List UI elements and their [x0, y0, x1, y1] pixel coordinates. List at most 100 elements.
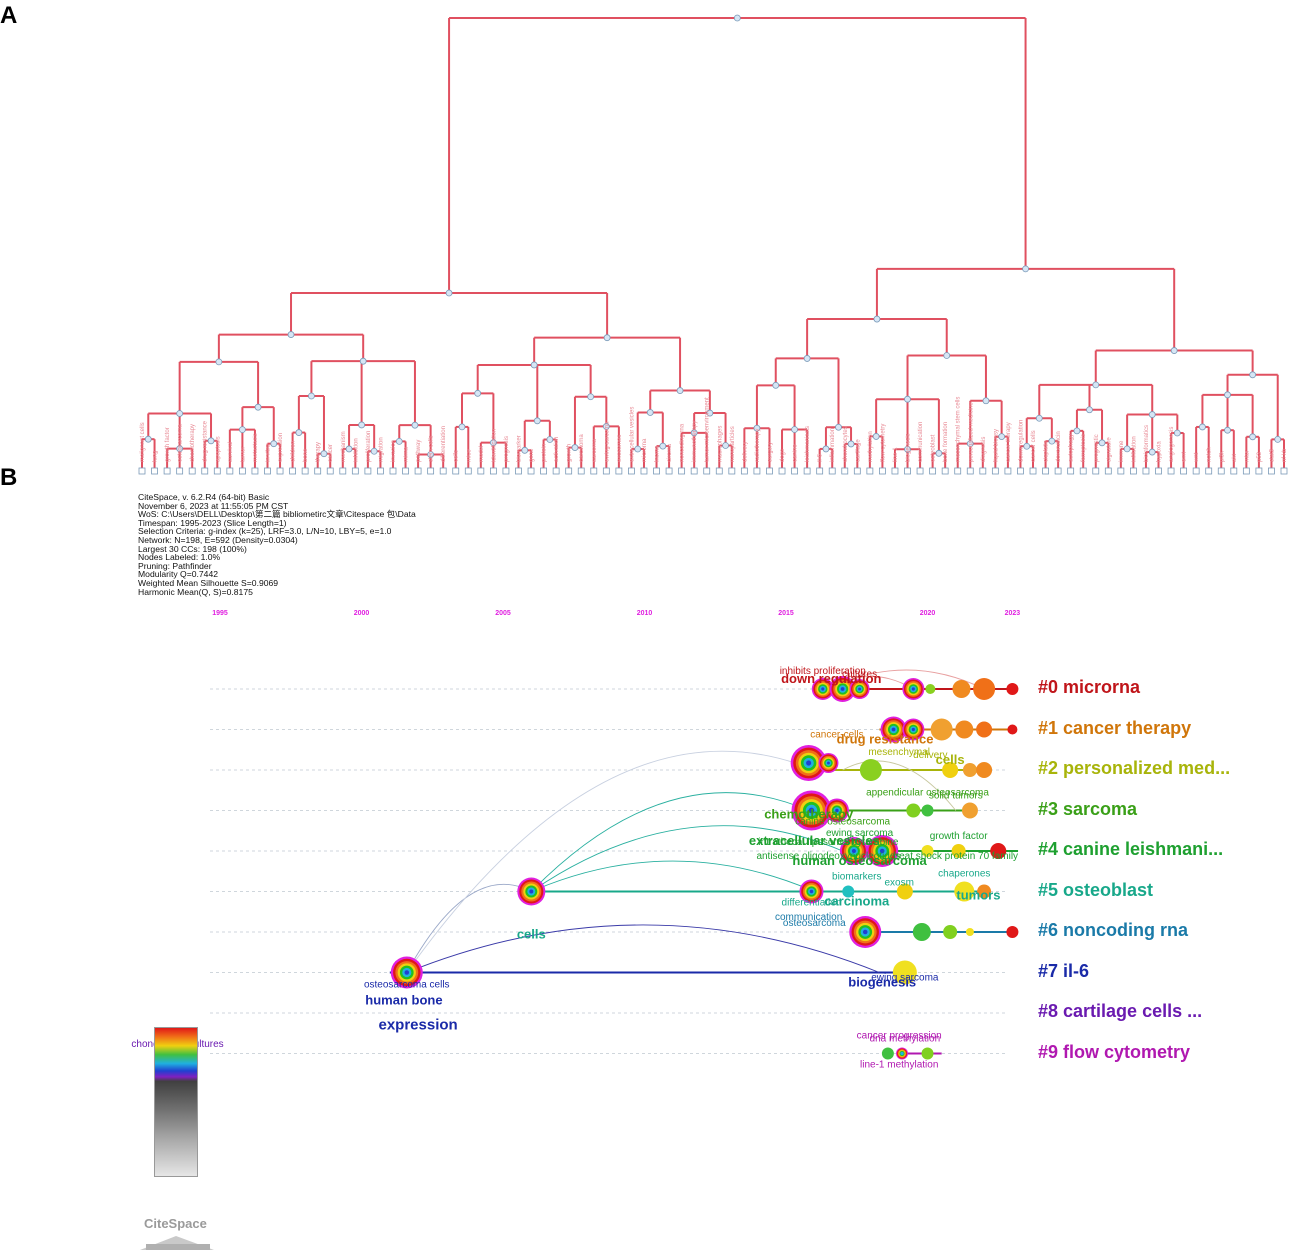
dendrogram-leaf-label: microrna: [642, 438, 648, 462]
dendrogram-node: [602, 423, 610, 430]
dendrogram-leaf-label: cells: [454, 450, 460, 462]
keyword-node: [811, 678, 834, 700]
dendrogram-leaf-label: growth factor: [165, 427, 171, 462]
dendrogram-leaf-label: mirna: [404, 446, 410, 462]
dendrogram-leaf: [527, 467, 535, 475]
dendrogram-node: [1249, 371, 1257, 379]
cluster-label: #3 sarcoma: [1038, 798, 1138, 819]
dendrogram-leaf-label: prognosis: [504, 436, 510, 462]
dendrogram-node: [458, 423, 466, 431]
keyword-node-label: expression: [378, 1017, 457, 1034]
dendrogram-leaf: [477, 467, 485, 475]
dendrogram-leaf-label: invasion: [391, 440, 397, 462]
keyword-node: [965, 928, 974, 936]
keyword-node: [973, 678, 996, 700]
dendrogram-node: [521, 446, 529, 454]
cluster-label: #2 personalized med...: [1038, 758, 1231, 778]
dendrogram-leaf-label: emt: [1182, 452, 1188, 462]
dendrogram-leaf: [653, 467, 660, 475]
dendrogram-leaf-label: lncrna: [655, 445, 661, 462]
cluster-label: #4 canine leishmani...: [1038, 839, 1224, 859]
dendrogram-leaf: [640, 467, 648, 475]
dendrogram-leaf-label: nf-kb: [1282, 448, 1288, 462]
dendrogram-leaf-label: autophagy: [1069, 434, 1075, 462]
dendrogram-node: [358, 421, 366, 429]
keyword-node: [880, 716, 907, 743]
keyword-node: [799, 879, 824, 904]
keyword-node: [912, 923, 931, 941]
dendrogram-leaf: [1180, 467, 1188, 475]
dendrogram-leaf-label: liquid biopsy: [993, 429, 999, 462]
dendrogram-leaf: [766, 467, 773, 475]
dendrogram-node: [1148, 448, 1156, 456]
dendrogram-node: [1274, 435, 1282, 443]
keyword-node-label: dna methylation: [870, 1034, 941, 1045]
dendrogram-leaf-label: sarcoma: [592, 438, 598, 462]
dendrogram-node: [1023, 442, 1031, 450]
keyword-node-label: antisense oligodeoxynucleotides: [756, 851, 900, 862]
dendrogram-leaf: [1242, 467, 1250, 475]
dendrogram-node: [935, 449, 943, 457]
timeline-year-label: 2010: [637, 610, 653, 617]
dendrogram-leaf: [1042, 467, 1049, 475]
dendrogram-node: [1086, 406, 1093, 414]
dendrogram-leaf: [1192, 467, 1200, 475]
dendrogram-leaf-label: lung: [153, 451, 159, 462]
dendrogram-leaf: [540, 467, 547, 475]
dendrogram-node: [270, 440, 278, 448]
dendrogram-leaf: [904, 467, 911, 475]
meta-line: Network: N=198, E=592 (Density=0.0304): [138, 534, 298, 545]
dendrogram-leaf-label: cancer cells: [1031, 430, 1037, 462]
dendrogram-leaf-label: immunotherapy: [692, 421, 698, 462]
dendrogram-leaf-label: bone: [303, 448, 309, 462]
dendrogram-node: [320, 450, 328, 458]
dendrogram-leaf: [1167, 467, 1175, 475]
dendrogram-node: [1173, 429, 1181, 437]
meta-line: Harmonic Mean(Q, S)=0.8175: [138, 586, 253, 597]
dendrogram-leaf-label: osteosarcoma: [178, 424, 184, 462]
dendrogram-leaf: [1130, 467, 1137, 475]
dendrogram-node: [1249, 433, 1257, 441]
dendrogram-node: [634, 445, 642, 453]
keyword-node: [829, 676, 856, 702]
dendrogram-leaf-label: bone formation: [943, 422, 949, 462]
dendrogram-leaf-label: circrna: [667, 443, 673, 462]
dendrogram-leaf-label: communication: [918, 422, 924, 462]
dendrogram-node: [1022, 265, 1029, 273]
dendrogram-leaf-label: methylation: [868, 431, 874, 462]
panel-label-a: A: [0, 2, 18, 29]
keyword-node: [906, 803, 921, 818]
dendrogram-leaf: [715, 467, 723, 475]
keyword-node: [824, 798, 849, 823]
dendrogram-leaf: [803, 467, 811, 475]
keyword-node: [1007, 724, 1018, 735]
dendrogram-leaf-label: cisplatin: [1044, 440, 1050, 462]
keyword-node: [921, 845, 934, 857]
dendrogram-leaf: [991, 467, 999, 475]
dendrogram-node: [359, 357, 367, 365]
citation-arc: [530, 792, 809, 892]
dendrogram-leaf: [364, 467, 372, 475]
dendrogram-leaf-label: il-6: [818, 453, 824, 462]
dendrogram-node: [706, 409, 714, 417]
dendrogram-leaf: [1142, 467, 1150, 475]
keyword-node: [955, 720, 974, 739]
keyword-node-label: exosm: [884, 878, 913, 889]
dendrogram-node: [144, 435, 152, 443]
keyword-node-label: growth factor: [930, 831, 988, 842]
cluster-label: #7 il-6: [1038, 960, 1090, 981]
dendrogram-node: [215, 358, 223, 366]
dendrogram-leaf: [879, 467, 886, 475]
keyword-node: [790, 745, 827, 781]
dendrogram-leaf-label: canine: [793, 444, 799, 462]
dendrogram-leaf-label: cancer therapy: [1006, 422, 1012, 462]
dendrogram-leaf-label: flow cytometry: [880, 424, 886, 462]
dendrogram-leaf: [264, 467, 271, 475]
keyword-node: [849, 916, 882, 948]
dendrogram-leaf: [628, 467, 635, 475]
dendrogram-node: [1224, 426, 1231, 434]
keyword-node: [925, 684, 936, 694]
keyword-node: [881, 1047, 894, 1060]
keyword-node: [921, 804, 934, 817]
